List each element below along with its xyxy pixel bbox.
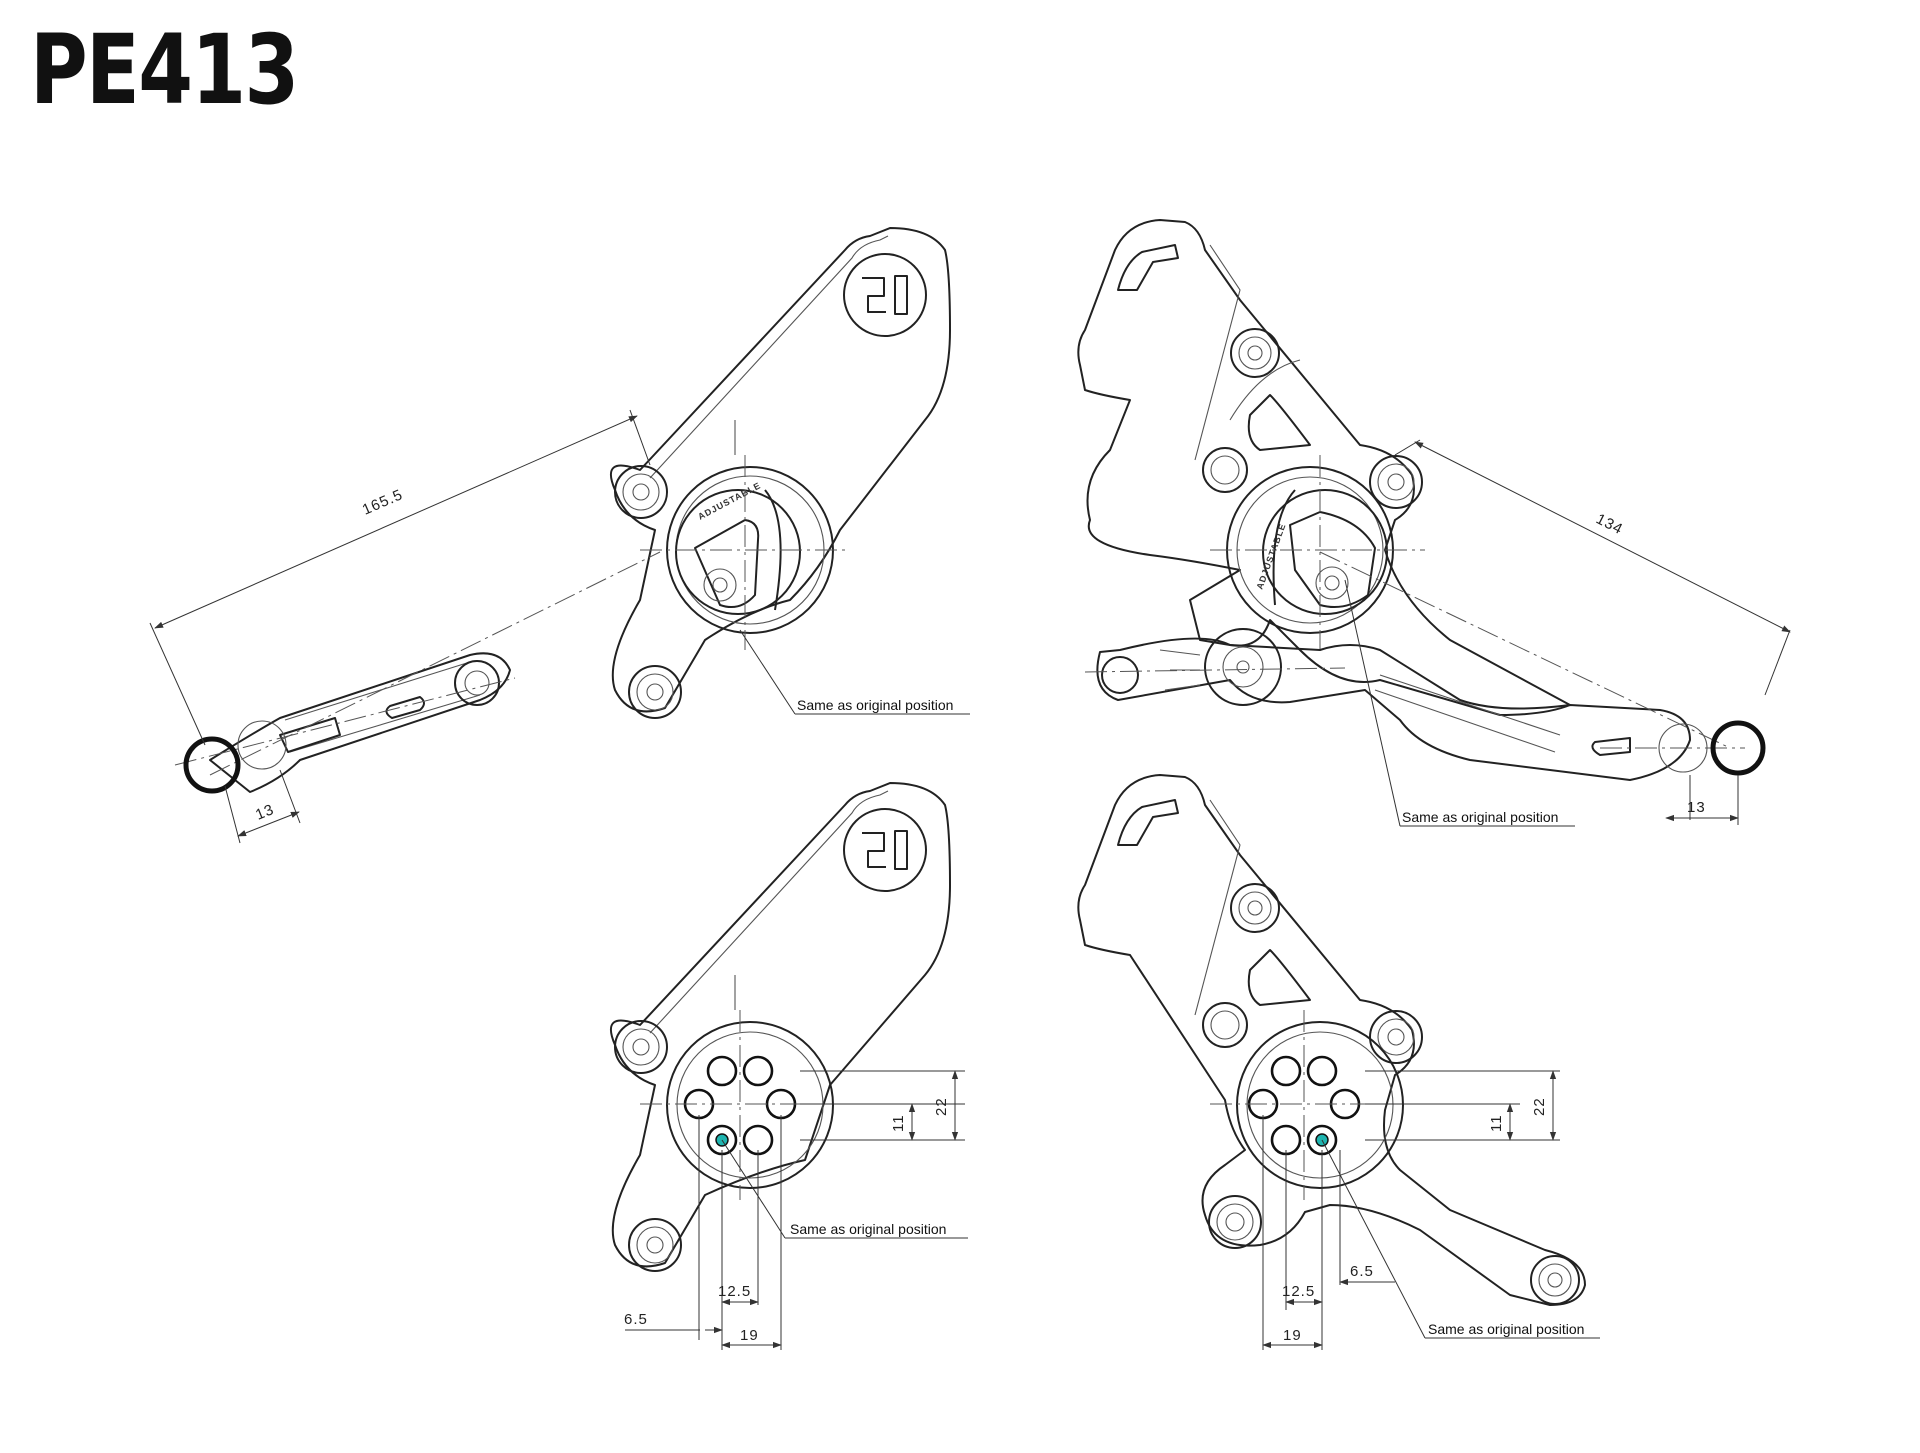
- left-plate-outline: [610, 227, 951, 713]
- right-logo-bottom: [1117, 799, 1179, 846]
- position-holes-right: [1247, 1055, 1361, 1156]
- bolt-bottom: [628, 665, 682, 719]
- dim-peg-right: 13: [1687, 799, 1706, 816]
- bolt-top: [614, 465, 668, 519]
- dim-6-5-right: 6.5: [1350, 1263, 1374, 1280]
- note-left-bottom: Same as original position: [790, 1221, 946, 1237]
- right-rearset-assembly: ADJUSTABLE 134 13 Same as origin: [1077, 219, 1791, 827]
- page-title: PE413: [30, 14, 299, 126]
- adjustable-ring-label: ADJUSTABLE: [696, 480, 762, 522]
- dim-reach-left: 165.5: [360, 486, 406, 519]
- bolt-upper: [1230, 328, 1280, 378]
- left-plate-positions: 11 22 12.5 6.5 19 Same as original posit…: [610, 782, 968, 1350]
- dim-19-left: 19: [740, 1327, 759, 1344]
- dim-11-left: 11: [890, 1114, 907, 1132]
- dim-22-right: 22: [1531, 1097, 1548, 1116]
- dim-12-5-right: 12.5: [1282, 1283, 1315, 1300]
- left-rearset-assembly: ADJUSTABLE 165.5 13 Same as original pos…: [149, 227, 970, 844]
- right-plate-positions: 11 22 12.5 6.5 19 Same as original posit…: [1077, 774, 1600, 1350]
- note-left-top: Same as original position: [797, 697, 953, 713]
- dim-19-right: 19: [1283, 1327, 1302, 1344]
- logo-emblem: [843, 253, 927, 337]
- right-adjustable-ring-label: ADJUSTABLE: [1254, 522, 1287, 591]
- shift-lever: [209, 652, 511, 793]
- right-base-plate: [1077, 774, 1586, 1306]
- right-logo: [1117, 244, 1179, 291]
- dim-peg-left: 13: [253, 801, 277, 824]
- dim-22-left: 22: [933, 1097, 950, 1116]
- bolt-middle: [1202, 447, 1248, 493]
- note-right-bottom: Same as original position: [1428, 1321, 1584, 1337]
- right-plate-outline: [1077, 219, 1571, 716]
- dim-reach-right: 134: [1593, 510, 1626, 538]
- left-base-plate: [610, 782, 951, 1268]
- dim-11-right: 11: [1488, 1114, 1505, 1132]
- bolt-right: [1369, 455, 1423, 509]
- dim-12-5-left: 12.5: [718, 1283, 751, 1300]
- footpeg-right: [1710, 720, 1766, 776]
- note-right-top: Same as original position: [1402, 809, 1558, 825]
- position-holes-left: [683, 1055, 797, 1156]
- dim-6-5-left: 6.5: [624, 1311, 648, 1328]
- brake-lever: [1096, 628, 1708, 781]
- logo-emblem-bottom: [843, 808, 927, 892]
- footpeg-left: [183, 736, 241, 794]
